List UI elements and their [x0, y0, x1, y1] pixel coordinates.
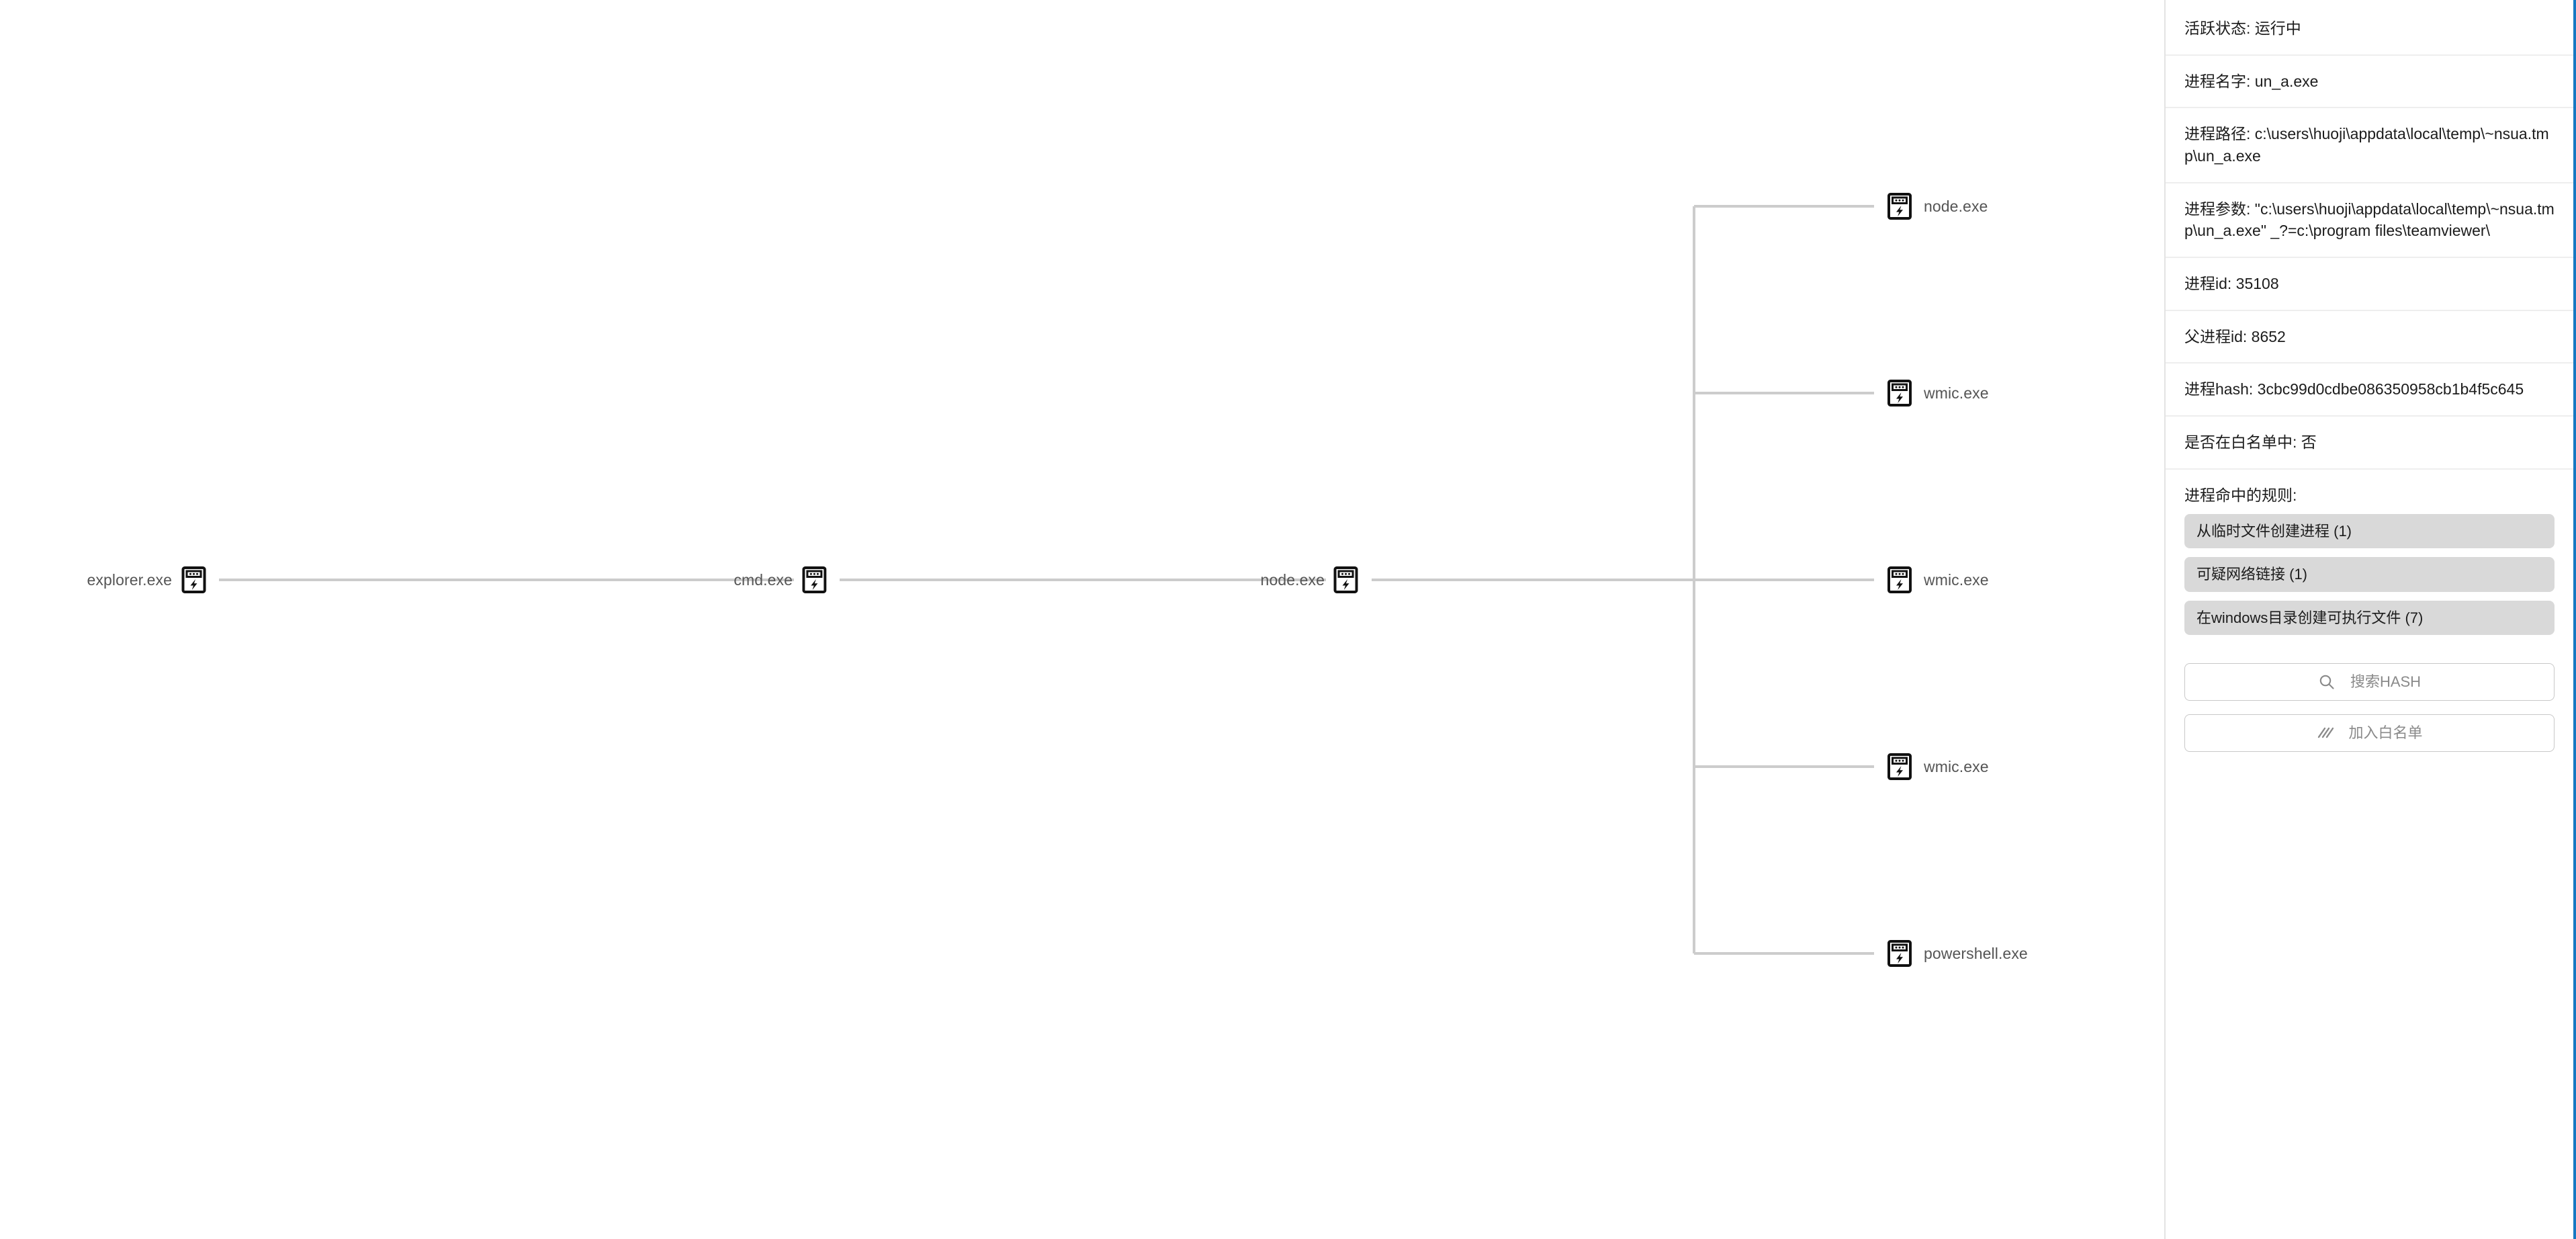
process-node-icon [1887, 566, 1912, 593]
process-detail-panel: 活跃状态: 运行中进程名字: un_a.exe 进程路径: c:\users\hu… [2164, 0, 2576, 1239]
whitelist-state-text: 是否在白名单中: 否 [2184, 433, 2317, 451]
info-row-parent-process-id: 父进程id: 8652 [2166, 311, 2573, 364]
process-node-icon [1887, 753, 1912, 780]
process-window-lightning-icon [1887, 940, 1912, 967]
parent-process-id-text: 父进程id: 8652 [2184, 327, 2286, 345]
search-icon [2318, 673, 2336, 691]
process-node-label: explorer.exe [87, 570, 172, 589]
hatched-block-icon [2316, 724, 2334, 742]
process-node-icon [181, 566, 206, 593]
add-whitelist-label: 加入白名单 [2348, 724, 2423, 742]
process-node-icon [1887, 193, 1912, 220]
process-node-label: wmic.exe [1924, 757, 1989, 775]
process-node-label: powershell.exe [1924, 944, 2028, 962]
search-hash-label: 搜索HASH [2350, 673, 2422, 691]
process-window-lightning-icon [1887, 753, 1912, 780]
info-row-process-path: 进程路径: c:\users\huoji\appdata\local\temp\… [2166, 108, 2573, 183]
process-node-icon [1887, 940, 1912, 967]
rule-chip-2[interactable]: 在windows目录创建可执行文件 (7) [2184, 600, 2555, 636]
process-node-icon [802, 566, 826, 593]
process-node-label: wmic.exe [1924, 570, 1989, 589]
active-status-text: 活跃状态: 运行中 [2184, 19, 2301, 37]
rule-chip-1[interactable]: 可疑网络链接 (1) [2184, 557, 2555, 592]
tree-edges [219, 205, 1874, 955]
process-args-text: 进程参数: "c:\users\huoji\appdata\local\temp… [2184, 200, 2555, 240]
process-window-lightning-icon [181, 566, 206, 593]
process-node-label: wmic.exe [1924, 384, 1989, 402]
process-info-list: 活跃状态: 运行中进程名字: un_a.exe 进程路径: c:\users\hu… [2166, 0, 2573, 470]
process-window-lightning-icon [1887, 566, 1912, 593]
info-row-active-status: 活跃状态: 运行中 [2166, 0, 2573, 56]
process-name-text: 进程名字: un_a.exe [2184, 72, 2319, 90]
process-id-text: 进程id: 35108 [2184, 274, 2279, 292]
process-tree-canvas: explorer.exe cmd.exe node.exe node.exe wmic.… [87, 193, 2028, 967]
process-window-lightning-icon [802, 566, 826, 593]
process-window-lightning-icon [1887, 380, 1912, 407]
matched-rules-list: 从临时文件创建进程 (1) 可疑网络链接 (1) 在windows目录创建可执行文件… [2184, 513, 2555, 636]
process-window-lightning-icon [1887, 193, 1912, 220]
process-path-text: 进程路径: c:\users\huoji\appdata\local\temp\… [2184, 125, 2549, 165]
panel-actions: 搜索HASH 加入白名单 [2166, 651, 2573, 753]
process-node-icon [1334, 566, 1358, 593]
search-hash-button[interactable]: 搜索HASH [2184, 663, 2555, 701]
matched-rules-section: 进程命中的规则: 从临时文件创建进程 (1) 可疑网络链接 (1) 在windows… [2166, 470, 2573, 652]
info-row-whitelist-state: 是否在白名单中: 否 [2166, 417, 2573, 470]
process-node-label: cmd.exe [734, 570, 793, 589]
matched-rules-title: 进程命中的规则: [2184, 486, 2297, 504]
process-window-lightning-icon [1334, 566, 1358, 593]
add-whitelist-button[interactable]: 加入白名单 [2184, 714, 2555, 753]
process-node-icon [1887, 380, 1912, 407]
rule-chip-0[interactable]: 从临时文件创建进程 (1) [2184, 513, 2555, 549]
info-row-process-hash: 进程hash: 3cbc99d0cdbe086350958cb1b4f5c645 [2166, 364, 2573, 417]
info-row-process-id: 进程id: 35108 [2166, 258, 2573, 311]
process-node-label: node.exe [1260, 570, 1325, 589]
process-node-label: node.exe [1924, 197, 1988, 215]
info-row-process-name: 进程名字: un_a.exe [2166, 56, 2573, 109]
process-hash-text: 进程hash: 3cbc99d0cdbe086350958cb1b4f5c645 [2184, 380, 2524, 398]
info-row-process-args: 进程参数: "c:\users\huoji\appdata\local\temp… [2166, 183, 2573, 258]
